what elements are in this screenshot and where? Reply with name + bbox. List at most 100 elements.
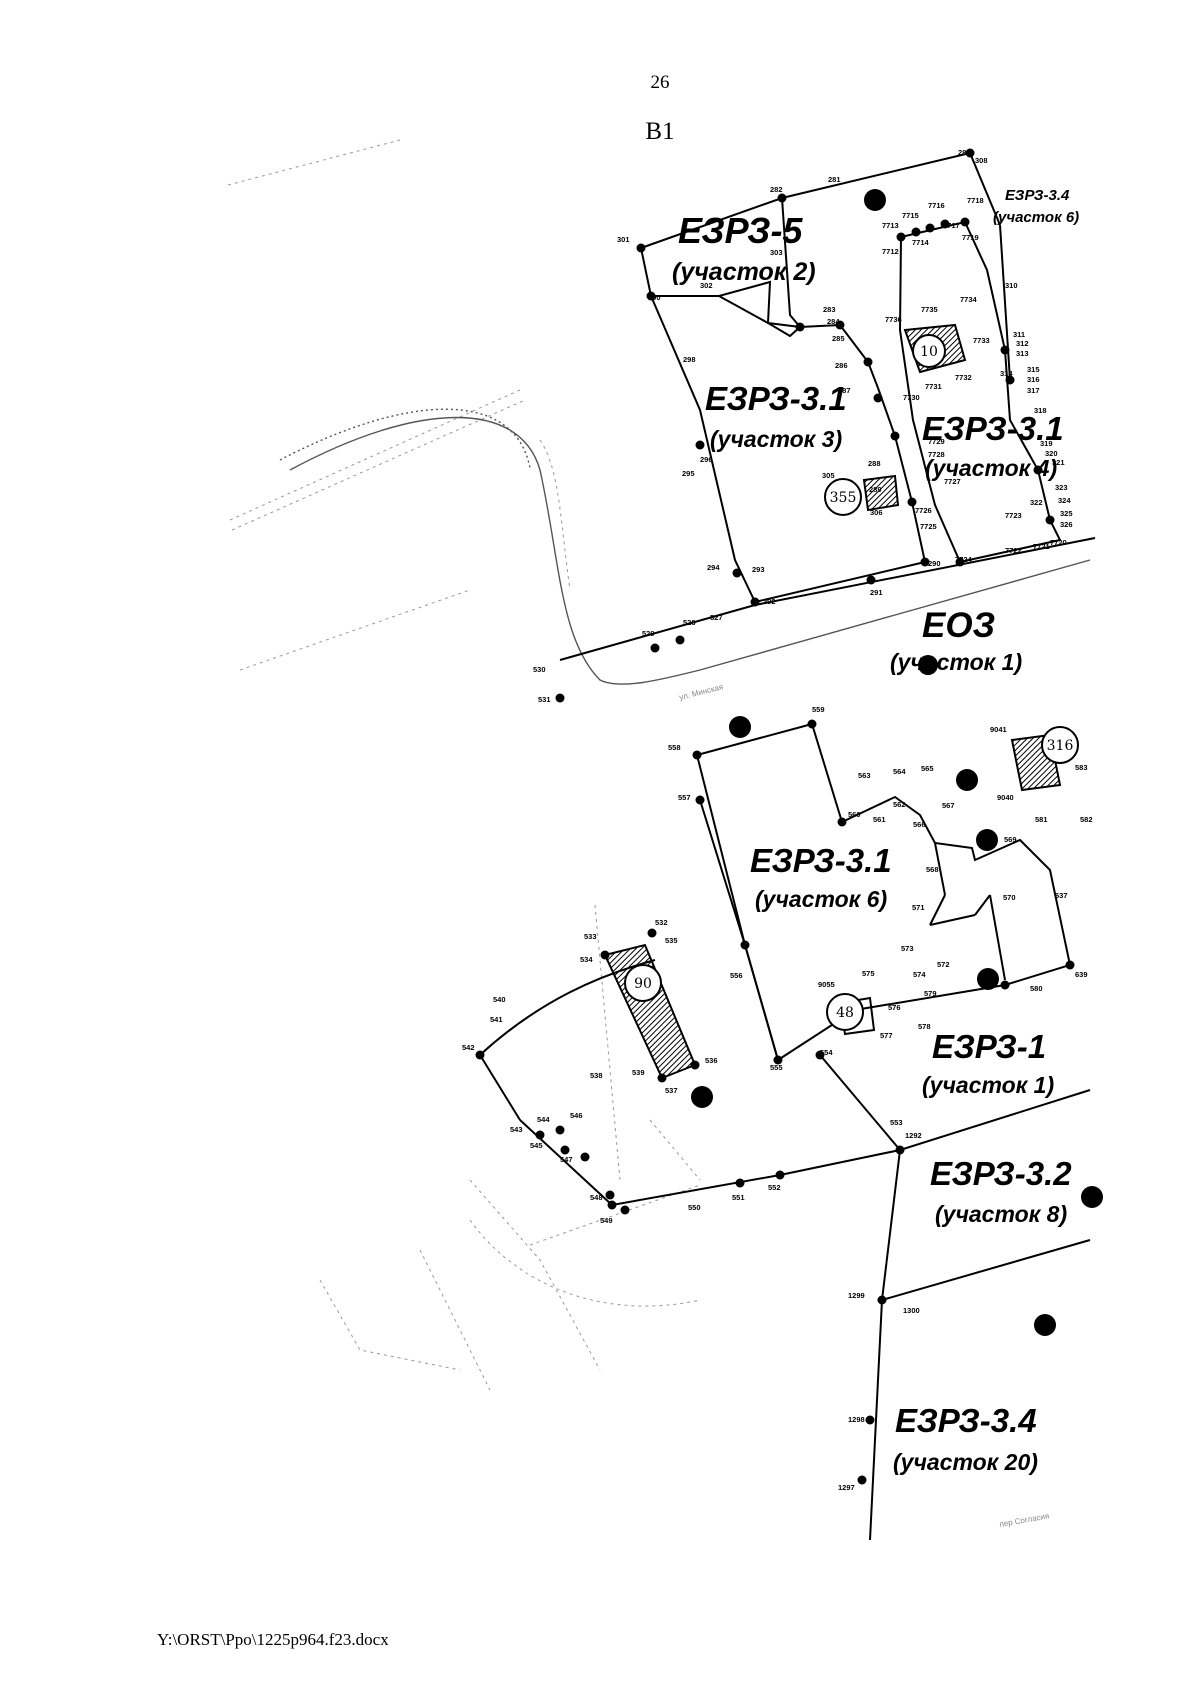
point-label: 7713: [882, 221, 899, 230]
point-label: 287: [838, 386, 851, 395]
point-label: 533: [584, 932, 597, 941]
point-label: 314: [1000, 369, 1013, 378]
point-label: 281: [828, 175, 841, 184]
object-number: 90: [634, 976, 652, 992]
point-label: 555: [770, 1063, 783, 1072]
point-label: 326: [1060, 520, 1073, 529]
plot-label: (участок 3): [710, 426, 842, 452]
object-48-circle: [826, 993, 864, 1031]
zone-label: ЕЗРЗ-3.1: [922, 410, 1064, 447]
zone-label: ЕЗРЗ-3.2: [930, 1155, 1072, 1192]
point-label: 295: [682, 469, 695, 478]
point-label: 311: [1013, 330, 1025, 339]
point-label: 558: [668, 743, 681, 752]
point-label: 575: [862, 969, 875, 978]
point-label: 579: [924, 989, 937, 998]
point-label: 529: [642, 629, 655, 638]
footer-file-path: Y:\ORST\Ppo\1225p964.f23.docx: [157, 1630, 389, 1649]
point-label: 290: [928, 559, 941, 568]
point-label: 569: [1004, 835, 1017, 844]
point-label: 560: [848, 810, 861, 819]
point-label: 1299: [848, 1291, 865, 1300]
point-label: 557: [678, 793, 691, 802]
point-label: 7736: [885, 315, 902, 324]
point-label: 549: [600, 1216, 613, 1225]
point-label: 540: [493, 995, 506, 1004]
point-label: 300: [648, 293, 661, 302]
point-label: 583: [1075, 763, 1088, 772]
point-label: 1298: [848, 1415, 865, 1424]
plot-label: (участок 1): [890, 649, 1022, 675]
point-label: 318: [1034, 406, 1047, 415]
point-label: 528: [683, 618, 696, 627]
zone-labels: ЕЗРЗ-5 (участок 2) ЕЗРЗ-3.4 (участок 6) …: [672, 187, 1079, 1475]
point-label: 325: [1060, 509, 1073, 518]
point-label: 1292: [905, 1131, 922, 1140]
zone-label: ЕЗРЗ-3.4: [895, 1402, 1037, 1439]
point-label: 580: [1030, 984, 1043, 993]
point-label: 305: [822, 471, 835, 480]
point-label: 7728: [928, 450, 945, 459]
point-label: 542: [462, 1043, 475, 1052]
point-label: 7733: [973, 336, 990, 345]
point-label: 556: [730, 971, 743, 980]
point-label: 9041: [990, 725, 1007, 734]
point-label: 313: [1016, 349, 1029, 358]
point-label: 294: [707, 563, 720, 572]
background-survey-lines: [227, 139, 701, 1391]
point-label: 7712: [882, 247, 899, 256]
point-label: 568: [926, 865, 939, 874]
point-label: 578: [918, 1022, 931, 1031]
point-label: 548: [590, 1193, 603, 1202]
point-label: 298: [683, 355, 696, 364]
zone-label: ЕЗРЗ-5: [678, 210, 803, 251]
point-label: 567: [942, 801, 955, 810]
plot-label: (участок 20): [893, 1449, 1038, 1475]
point-label: 7721: [1033, 542, 1050, 551]
point-label: 9055: [818, 980, 835, 989]
point-label: 293: [752, 565, 765, 574]
point-label: 553: [890, 1118, 903, 1127]
point-label: 288: [868, 459, 881, 468]
point-label: 559: [812, 705, 825, 714]
point-label: 283: [823, 305, 836, 314]
point-label: 546: [570, 1111, 583, 1120]
point-label: 7726: [915, 506, 932, 515]
point-label: 535: [665, 936, 678, 945]
point-label: 561: [873, 815, 886, 824]
page-number: 26: [650, 72, 670, 93]
point-label: 7724: [955, 555, 973, 564]
point-label: 1300: [903, 1306, 920, 1315]
point-label: 1297: [838, 1483, 855, 1492]
point-label: 547: [560, 1155, 573, 1164]
point-label: 308: [975, 156, 988, 165]
point-label: 7725: [920, 522, 937, 531]
point-label: 289: [869, 485, 882, 494]
object-number: 355: [830, 490, 857, 506]
point-label: 319: [1040, 439, 1053, 448]
point-label: 7735: [921, 305, 938, 314]
point-label: 576: [888, 1003, 901, 1012]
zone-label: ЕЗРЗ-3.1: [750, 842, 892, 879]
point-label: 532: [655, 918, 668, 927]
point-label: 577: [880, 1031, 893, 1040]
point-label: 7729: [928, 437, 945, 446]
point-label: 7727: [944, 477, 961, 486]
point-label: 554: [820, 1048, 833, 1057]
point-label: 310: [1005, 281, 1018, 290]
point-label: 284: [827, 317, 840, 326]
point-label: 637: [1055, 891, 1068, 900]
plot-label: (участок 6): [993, 209, 1079, 226]
vertex-dots: [475, 148, 1075, 1485]
point-label: 291: [870, 588, 883, 597]
object-316-circle: [1041, 726, 1079, 764]
road-curve: [279, 408, 1091, 685]
point-label: 7731: [925, 382, 942, 391]
point-label: 566: [913, 820, 926, 829]
point-label: 301: [617, 235, 630, 244]
zone-label: ЕЗРЗ-3.4: [1005, 187, 1070, 204]
large-marker-dots: [691, 189, 1103, 1336]
point-label: 7716: [928, 201, 945, 210]
point-label: 563: [858, 771, 871, 780]
